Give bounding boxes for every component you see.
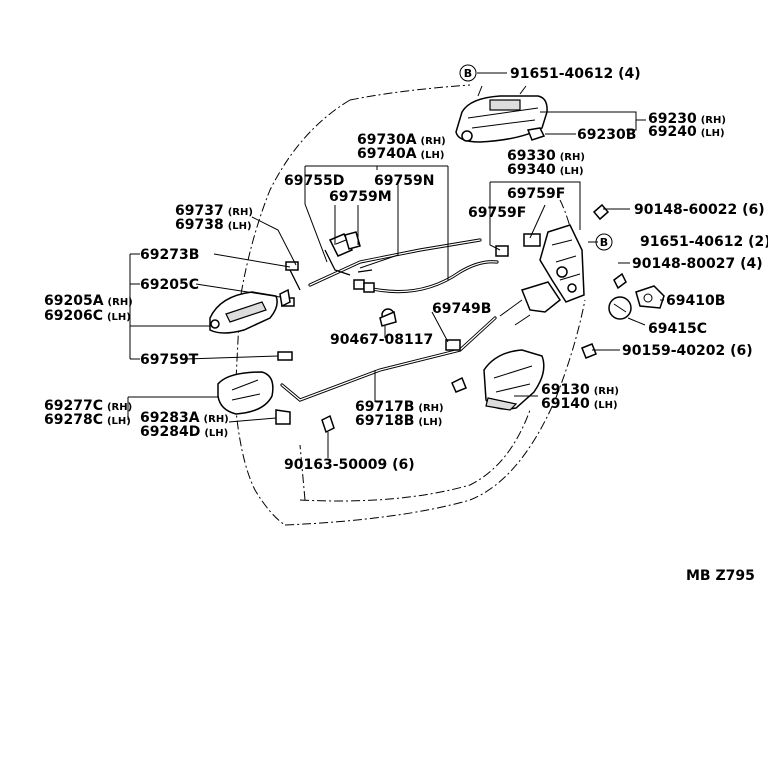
callout-69740a: 69740A(LH) [357, 146, 444, 162]
callout-90148-60022: 90148-60022 (6) [634, 202, 765, 218]
callout-90148-80027: 90148-80027 (4) [632, 256, 763, 272]
callout-69759f-top: 69759F [507, 186, 565, 202]
callout-91651-40612-4: 91651-40612 (4) [510, 66, 641, 82]
screws [275, 203, 627, 434]
callout-69718b: 69718B(LH) [355, 413, 442, 429]
callout-69415c: 69415C [648, 321, 707, 337]
callout-69330: 69330(RH) [507, 148, 585, 164]
callout-69759t: 69759T [140, 352, 199, 368]
callout-90159-40202: 90159-40202 (6) [622, 343, 753, 359]
callout-69759m: 69759M [329, 189, 392, 205]
callout-69205c: 69205C [140, 277, 199, 293]
clip-69230b-part [526, 127, 546, 141]
circle-b-marker-top: B [459, 64, 477, 82]
callout-69205a: 69205A(RH) [44, 293, 133, 309]
callout-69273b: 69273B [140, 247, 199, 263]
callout-90467-08117: 90467-08117 [330, 332, 433, 348]
callout-69283a: 69283A(RH) [140, 410, 229, 426]
callout-69240: 69240(LH) [648, 124, 725, 140]
callout-69755d: 69755D [284, 173, 344, 189]
rod-set [280, 238, 499, 402]
callout-69759f-left: 69759F [468, 205, 526, 221]
callout-69717b: 69717B(RH) [355, 399, 444, 415]
svg-text:B: B [464, 67, 472, 80]
inside-handle-part [209, 291, 278, 334]
callout-69749b: 69749B [432, 301, 491, 317]
callout-69140: 69140(LH) [541, 396, 618, 412]
diagram-code: MB Z795 [686, 568, 755, 584]
inside-lever-part [483, 349, 545, 411]
door-lock-assembly-part [499, 224, 585, 326]
callout-69277c: 69277C(RH) [44, 398, 132, 414]
svg-text:B: B [600, 236, 608, 249]
callout-69206c: 69206C(LH) [44, 308, 131, 324]
callout-69284d: 69284D(LH) [140, 424, 228, 440]
callout-90163-50009: 90163-50009 (6) [284, 457, 415, 473]
callout-69340: 69340(LH) [507, 162, 584, 178]
circle-b-marker-right: B [595, 233, 613, 251]
door-outline [234, 84, 586, 526]
cap-69415c-part [608, 296, 632, 320]
handle-bezel-part [217, 371, 274, 415]
outside-handle-part [455, 85, 548, 143]
callout-69130: 69130(RH) [541, 382, 619, 398]
leader-lines [127, 72, 664, 458]
callout-69410b: 69410B [666, 293, 725, 309]
callout-69738: 69738(LH) [175, 217, 252, 233]
callout-69737: 69737(RH) [175, 203, 253, 219]
cover-69410b-part [635, 285, 665, 309]
callout-69759n: 69759N [374, 173, 434, 189]
callout-69278c: 69278C(LH) [44, 412, 131, 428]
callout-69230: 69230(RH) [648, 111, 726, 127]
callout-69230b: 69230B [577, 127, 636, 143]
callout-91651-40612-2: 91651-40612 (2) [640, 234, 768, 250]
callout-69730a: 69730A(RH) [357, 132, 446, 148]
